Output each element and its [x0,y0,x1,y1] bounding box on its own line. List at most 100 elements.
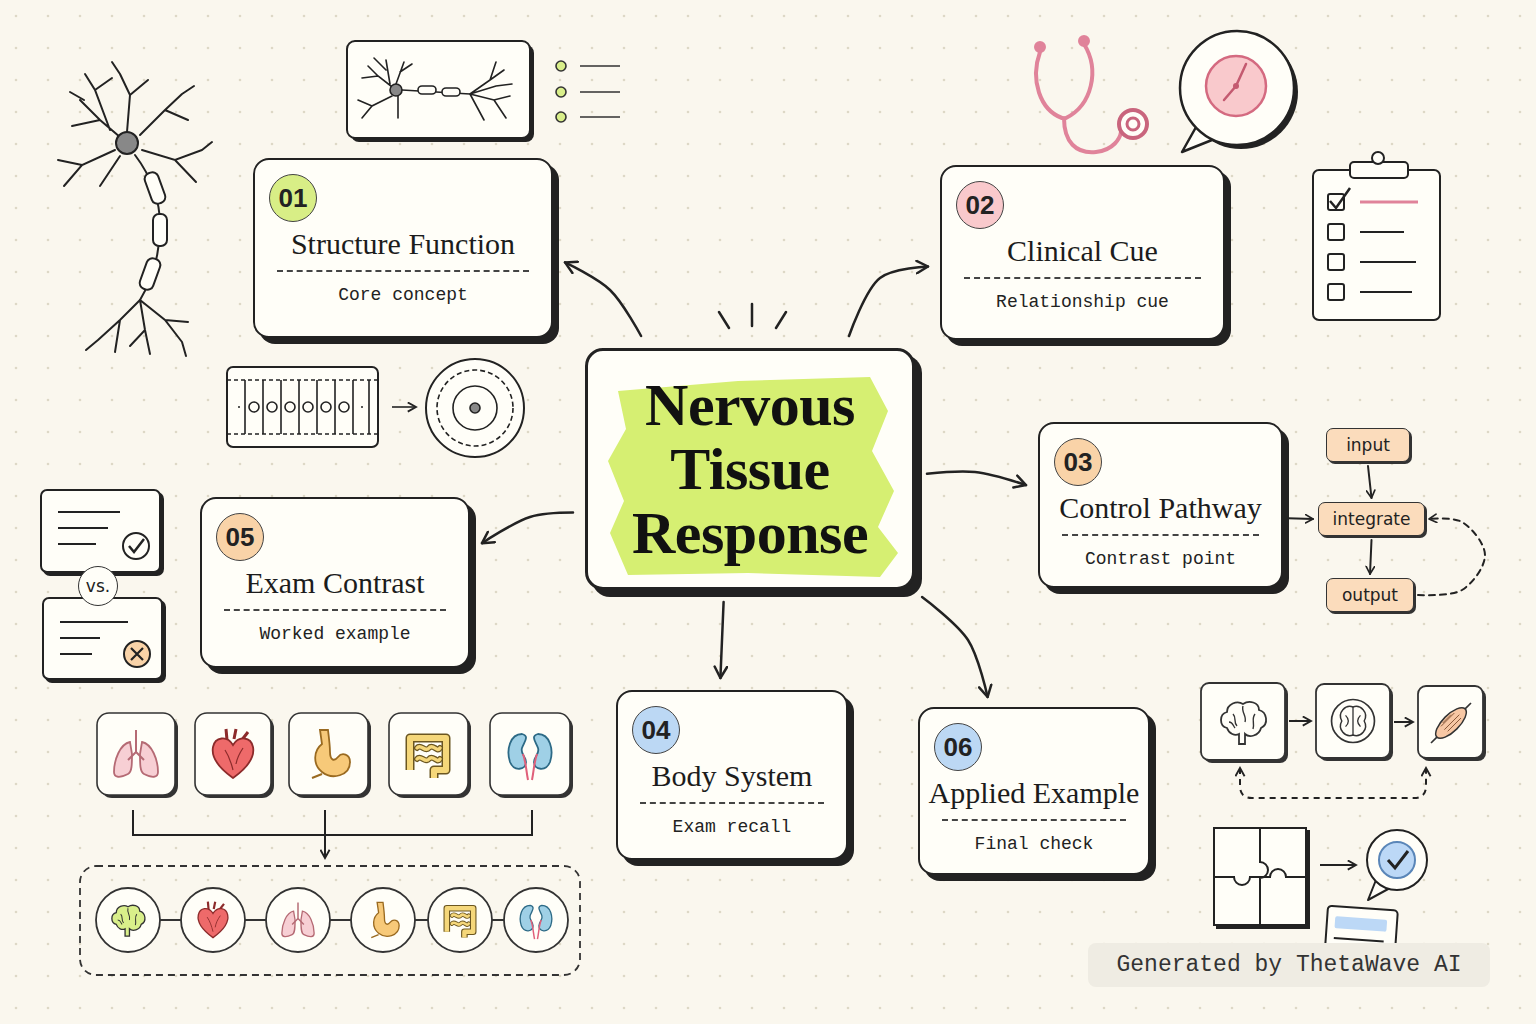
bullet-list [556,61,620,122]
card-subtitle: Contrast point [1040,548,1281,570]
dashed-divider [277,270,529,272]
dashed-divider [964,277,1201,279]
reflex-flow-icons [1201,683,1486,798]
puzzle-check [1320,864,1356,866]
organ-icon-row [490,713,570,795]
flow-step: input [1326,428,1410,462]
card-subtitle: Exam recall [618,816,846,838]
connector-arrow [849,267,928,337]
bullet-list [556,87,566,97]
reflex-flow-icons [1289,720,1311,722]
stethoscope-icon [1127,118,1139,130]
answer-cards [58,512,120,544]
card-title: Exam Contrast [202,565,468,601]
topic-card: 02Clinical CueRelationship cue [940,165,1225,340]
organ-circle-chain [282,902,314,936]
step-number: 06 [934,723,982,771]
bullet-list [556,61,566,71]
answer-cards [41,490,165,682]
topic-card: 06Applied ExampleFinal check [918,707,1150,875]
neuron-drawing [58,62,212,356]
document-icon [1334,916,1387,932]
step-number: 02 [956,181,1004,229]
card-subtitle: Relationship cue [942,291,1223,313]
checklist-clipboard [1328,254,1344,270]
puzzle-check [1214,869,1306,885]
organ-circle-chain [96,888,160,952]
answer-cards [129,539,144,552]
organ-circle-chain [351,888,415,952]
epithelium-drawing [437,370,513,446]
organ-circle-chain [80,866,580,975]
step-number: 05 [216,513,264,561]
dashed-divider [942,819,1126,821]
checklist-clipboard [1313,152,1440,320]
organ-circle-chain [181,888,245,952]
spark-lines [719,304,786,328]
dashed-divider [1062,534,1259,536]
epithelium-drawing [453,386,497,430]
epithelium-drawing [227,380,378,434]
neuron-drawing [153,214,167,246]
reflex-flow-icons [1240,768,1426,798]
epithelium-drawing [321,402,331,412]
organ-circle-chain [112,905,145,936]
neuron-card [358,58,412,118]
card-title: Applied Example [920,775,1148,811]
organ-icon-row [97,713,175,795]
neuron-drawing [116,132,138,154]
organ-circle-chain [198,902,228,938]
epithelium-drawing [227,359,524,457]
step-number: 04 [632,706,680,754]
stethoscope-icon [1036,43,1044,51]
watermark: Generated by ThetaWave AI [1088,943,1490,987]
neuron-card [390,84,402,96]
card-subtitle: Core concept [255,284,551,306]
organ-circle-chain [520,905,552,939]
step-number: 03 [1054,438,1102,486]
checklist-clipboard [1328,284,1344,300]
topic-card: 05Exam ContrastWorked example [200,497,470,668]
step-label: integrate [1333,509,1411,529]
speech-bubble-clock [1206,56,1266,116]
checklist-clipboard [1313,170,1440,320]
merge-bracket [133,810,532,858]
step-label: input [1346,435,1390,455]
checklist-clipboard [1360,201,1418,204]
neuron-card [418,86,436,94]
connector-arrow [565,262,641,336]
flow-step: integrate [1318,502,1425,536]
reflex-flow-icons [1201,683,1285,760]
checklist-clipboard [1328,224,1344,240]
puzzle-check [1214,828,1306,925]
connector-arrow [720,602,723,678]
epithelium-drawing [303,402,313,412]
dashed-divider [224,609,446,611]
topic-card: 01Structure FunctionCore concept [253,158,553,338]
speech-bubble-clock [1180,31,1298,152]
merge-bracket [324,835,326,858]
epithelium-drawing [249,402,259,412]
card-title: Structure Function [255,226,551,262]
central-topic: Nervous Tissue Response [585,348,915,590]
checklist-clipboard [1372,152,1384,164]
epithelium-drawing [238,406,363,408]
reflex-flow-icons [1316,684,1390,758]
step-label: vs. [86,576,110,596]
central-title: Nervous Tissue Response [600,373,900,565]
organ-circle-chain [266,888,330,952]
stethoscope-icon [1119,110,1147,138]
topic-card: 04Body SystemExam recall [616,690,848,860]
reflex-flow-icons [1240,721,1426,798]
organ-circle-chain [371,902,399,937]
organ-icon-row [509,734,552,780]
organ-icon-row [410,738,446,778]
neuron-card [347,41,534,142]
organ-icon-row [213,729,254,778]
reflex-flow-icons [1394,721,1413,723]
merge-bracket [133,810,532,835]
neuron-drawing [58,62,212,186]
epithelium-drawing [339,402,349,412]
